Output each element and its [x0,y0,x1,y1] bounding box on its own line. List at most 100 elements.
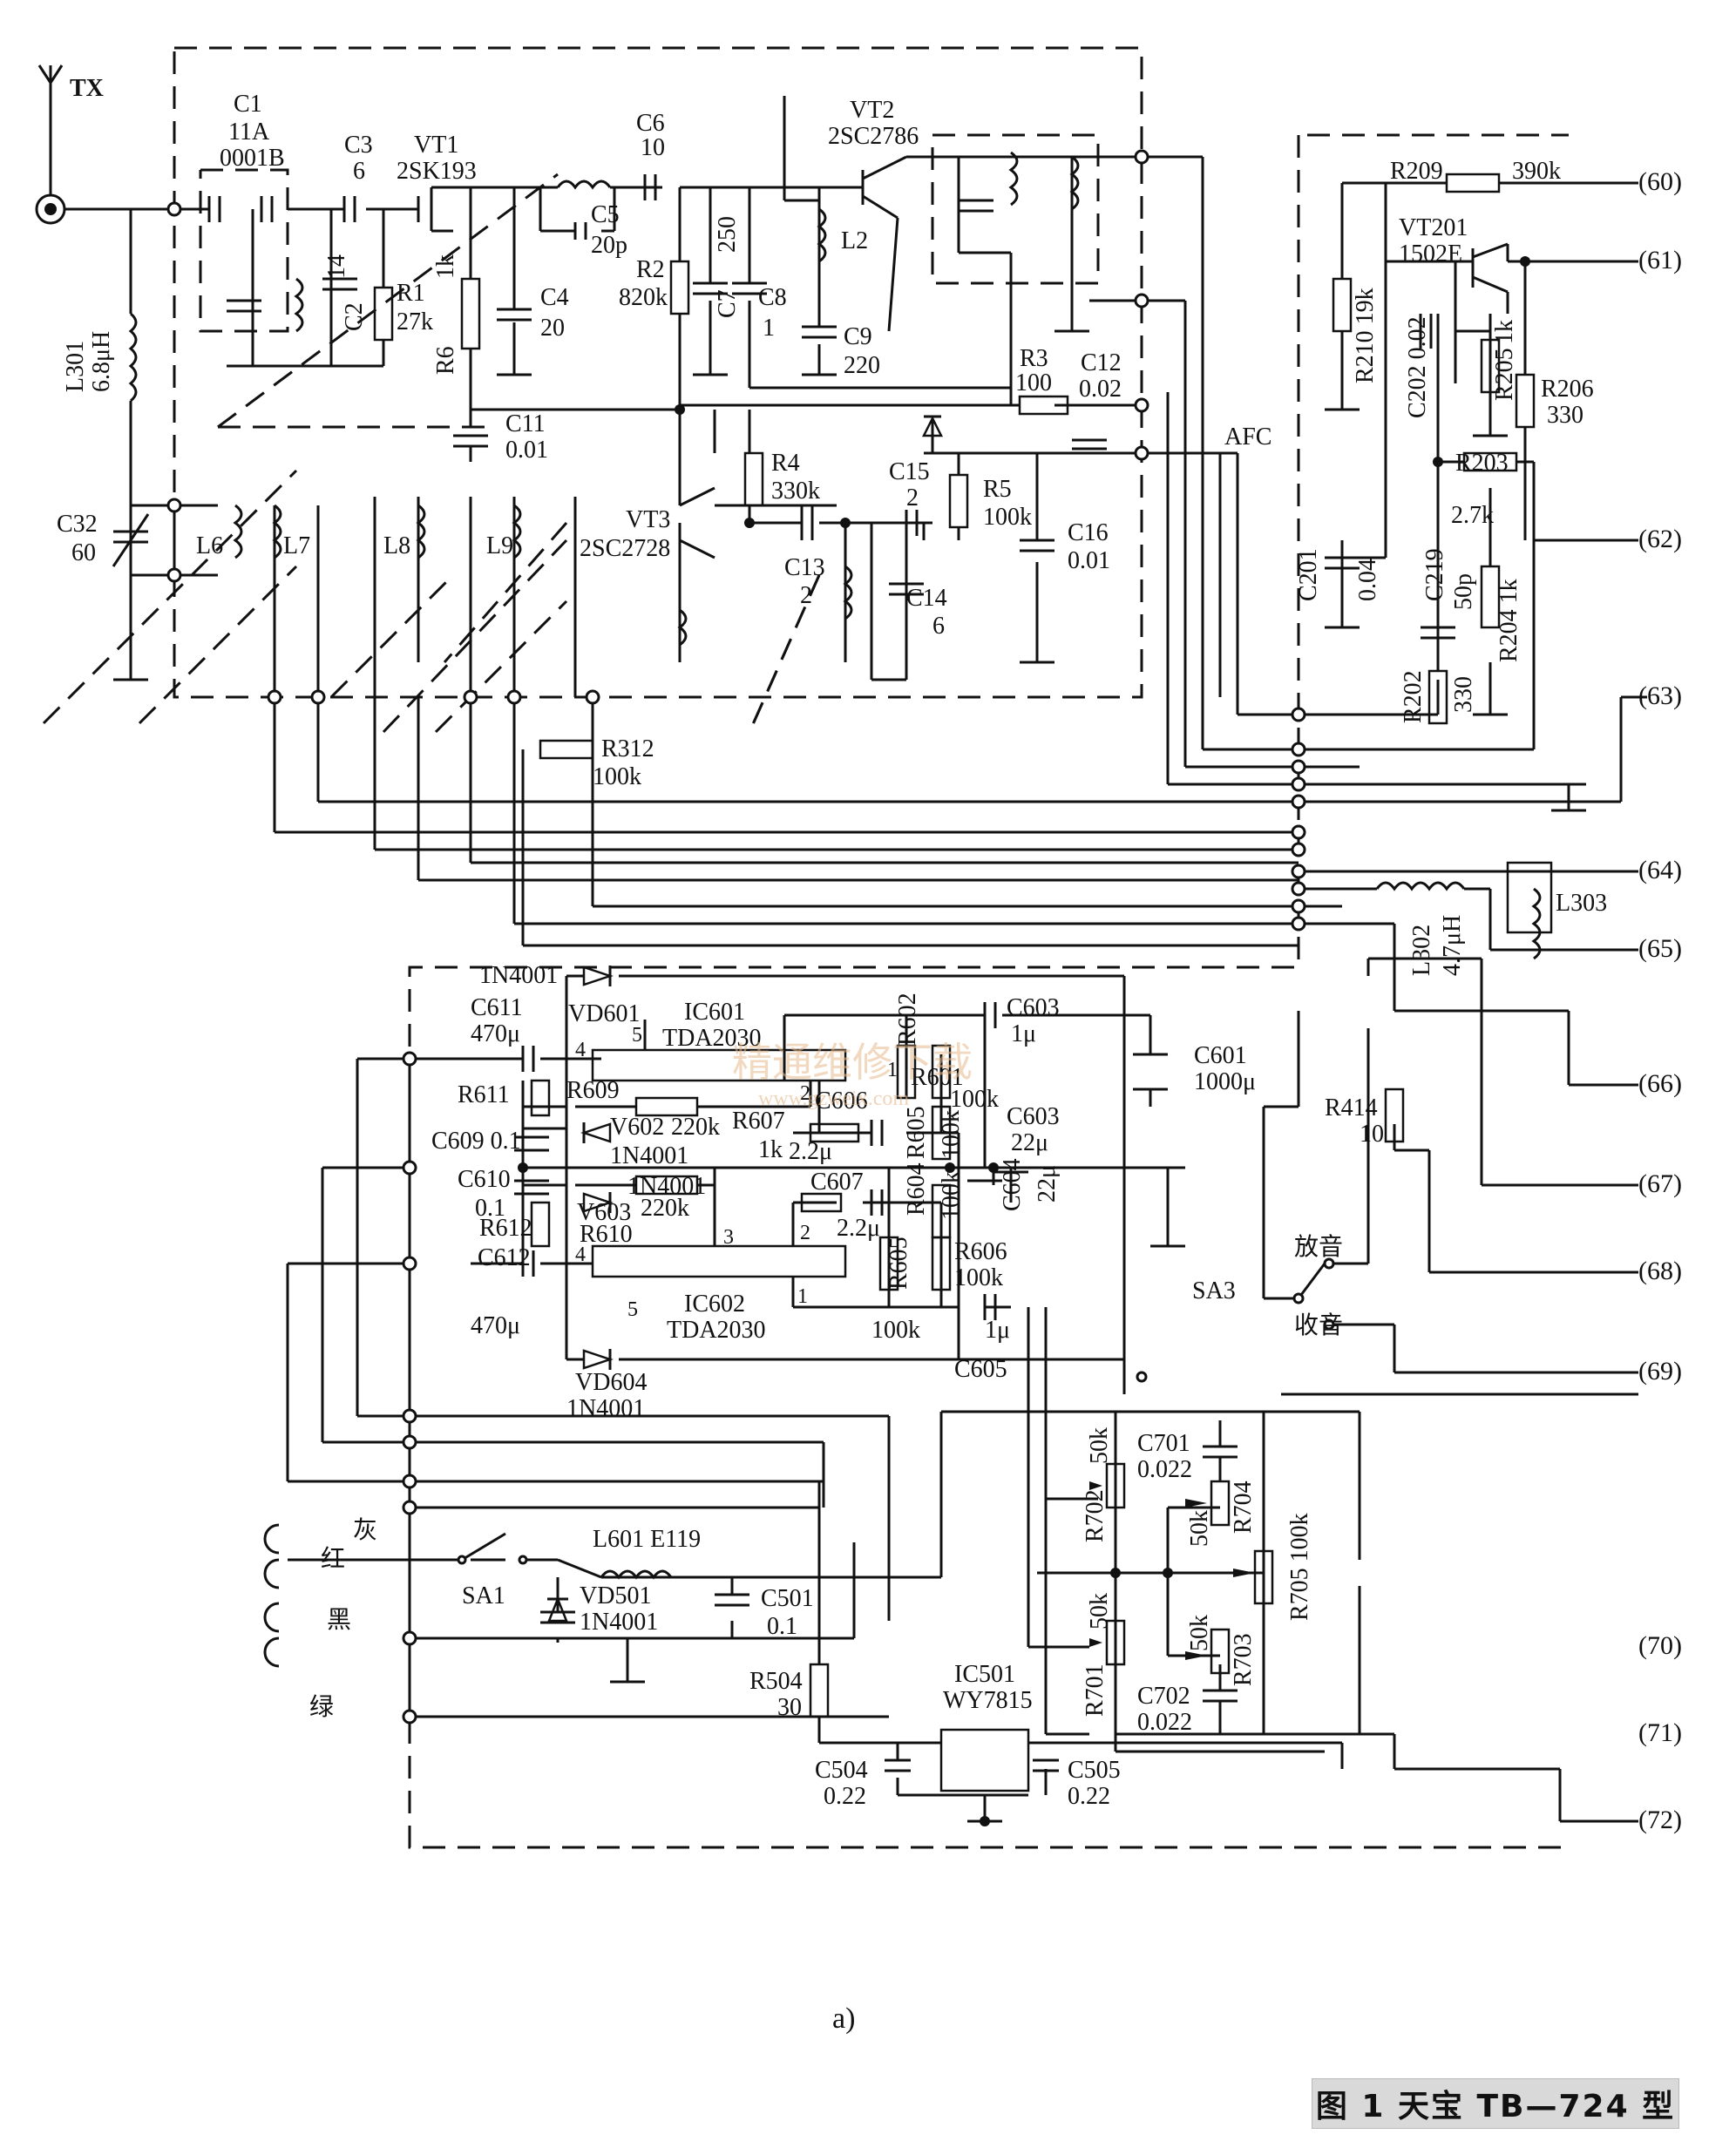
c601-label: C601 [1194,1042,1247,1069]
c605-label: C605 [954,1356,1007,1383]
c604-value: 22μ [1034,1165,1061,1203]
c501-label: C501 [761,1585,814,1612]
c603b-value: 22μ [1011,1129,1048,1156]
r604-value: 100k [938,1171,965,1220]
l9-label: L9 [486,532,513,559]
r3-value: 100 [1015,369,1052,396]
terminal-65: (65) [1638,934,1682,963]
c12-value: 0.02 [1079,376,1122,403]
c601-value: 1000μ [1194,1068,1256,1095]
l6-label: L6 [196,532,223,559]
v603-label: V603 [577,1199,631,1226]
c8-value: 1 [763,315,775,342]
terminal-70: (70) [1638,1631,1682,1660]
terminal-60: (60) [1638,167,1682,196]
c9-label: C9 [844,323,872,350]
module-outlines [42,46,1569,1849]
vt201-label: VT201 [1399,214,1468,241]
pin-1b: 1 [797,1285,808,1308]
l601-label: L601 E119 [593,1526,701,1553]
antenna-label: TX [70,75,104,102]
vt201-part: 1502E [1399,241,1462,268]
r504-value: 30 [777,1694,802,1721]
c5-label: C5 [591,201,620,228]
r704-value: 50k [1186,1510,1213,1547]
v602-label: V602 [610,1114,664,1141]
r601-label: R601 [911,1064,964,1091]
c603b-label: C603 [1007,1103,1060,1130]
c219-label: C219 [1421,548,1448,601]
r6-label: R6 [432,346,459,375]
terminal-62: (62) [1638,525,1682,553]
if-afc-block [1325,181,1638,716]
wire-red: 红 [321,1544,345,1573]
c504-label: C504 [815,1757,868,1784]
r702-label: R702 [1082,1489,1109,1542]
r701-label: R701 [1082,1664,1109,1717]
c606-label: C606 [815,1088,868,1115]
c1-label: C1 [234,91,262,118]
c16-label: C16 [1068,519,1109,546]
c1-part: 0001B [220,145,285,172]
terminal-64: (64) [1638,856,1682,884]
c201-label: C201 [1295,548,1322,601]
ic601-label: IC601 [684,999,745,1026]
r203-value: 2.7k [1451,502,1494,529]
r701-value: 50k [1086,1593,1113,1630]
r611-label: R611 [458,1081,510,1108]
sa1-label: SA1 [462,1582,505,1609]
wire-black: 黑 [327,1605,351,1634]
c2-label: C2 [341,302,368,331]
c11-value: 0.01 [505,437,548,464]
c202-label: C202 0.02 [1404,316,1431,418]
c32-value: 60 [71,539,96,566]
r1-value: 27k [397,308,433,335]
c8-label: C8 [758,284,787,311]
c5-value: 20p [591,232,627,259]
r2-value: 820k [619,284,668,311]
c609-label: C609 0.1 [431,1128,521,1155]
r605b-label: R605 [885,1237,912,1290]
terminal-72: (72) [1638,1806,1682,1834]
vd501-label: VD501 [580,1582,651,1609]
r705-label: R705 100k [1286,1513,1313,1621]
c607-value: 2.2μ [837,1215,880,1242]
c610-label: C610 [458,1166,511,1193]
n4001-vd601: 1N4001 [479,962,558,989]
r1-label: R1 [397,280,425,307]
r210-label: R210 19k [1352,288,1379,383]
c7-label: C7 [714,289,741,318]
c605-value: 1μ [985,1317,1010,1344]
l302-value: 4.7μH [1439,915,1466,976]
r703-value: 50k [1186,1615,1213,1651]
v603-value: 220k [641,1195,689,1222]
r602-label: R602 [894,993,921,1046]
r703-label: R703 [1230,1633,1257,1686]
r606-label: R606 [954,1238,1007,1265]
c15-label: C15 [889,458,930,485]
r702-value: 50k [1086,1427,1113,1464]
r209-label: R209 [1390,158,1443,185]
c16-value: 0.01 [1068,547,1110,574]
watermark-url: www.gzweix.com [758,1088,909,1110]
ic501-label: IC501 [954,1661,1015,1688]
l302-label: L302 [1408,925,1435,976]
wire-grey: 灰 [353,1515,377,1544]
c504-value: 0.22 [824,1783,866,1810]
ic602-label: IC602 [684,1291,745,1318]
figure-caption: 图 1 天宝 TB—724 型 [1312,2078,1679,2129]
bus-wiring [273,155,1647,1087]
c702-label: C702 [1137,1683,1190,1710]
c201-value: 0.04 [1354,559,1381,601]
l303-label: L303 [1556,890,1607,917]
record-label: 收音 [1294,1311,1343,1339]
r6-value: 1k [432,254,459,279]
c12-label: C12 [1081,349,1122,376]
r204-label: R204 1k [1495,579,1522,662]
c6-value: 10 [641,134,665,161]
r4-label: R4 [771,450,800,477]
r202-value: 330 [1450,676,1477,713]
c15-value: 2 [906,484,919,512]
r206-label: R206 [1541,376,1594,403]
